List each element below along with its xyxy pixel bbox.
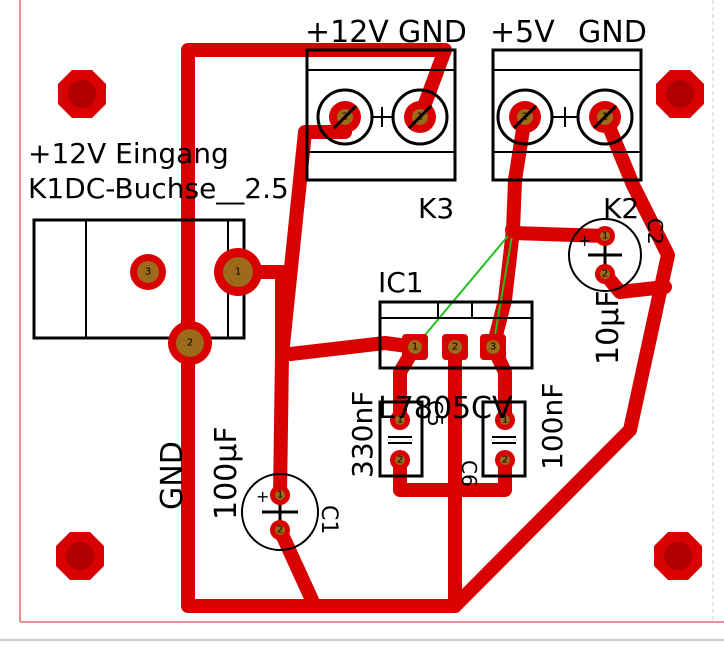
pad-k3-2: 2 xyxy=(329,101,361,133)
pad-c5-1: 1 xyxy=(390,410,410,430)
svg-text:1: 1 xyxy=(417,112,423,123)
svg-text:3: 3 xyxy=(145,267,151,278)
trace-gnd-bottom xyxy=(181,336,462,613)
svg-text:2: 2 xyxy=(602,269,608,280)
k3-plus12v-label: +12V xyxy=(305,15,389,50)
svg-text:1: 1 xyxy=(397,415,403,426)
svg-text:1: 1 xyxy=(277,490,283,501)
c6-value-label: 100nF xyxy=(536,383,569,470)
svg-text:1: 1 xyxy=(412,342,418,353)
c5-value-label: 330nF xyxy=(346,391,379,478)
trace-5v-c2 xyxy=(506,226,612,243)
svg-text:2: 2 xyxy=(187,338,193,349)
trace-12v-ic xyxy=(275,336,422,362)
ic1-outline xyxy=(378,300,534,370)
trace-c1 xyxy=(273,348,289,502)
trace-gnd-k2 xyxy=(448,110,675,613)
trace-12v xyxy=(231,125,352,362)
c2-plus-mark: + xyxy=(578,231,591,250)
jack-label-line1: +12V Eingang xyxy=(28,137,229,170)
c2-outline: + xyxy=(568,218,642,292)
k2-name-label: K2 xyxy=(603,192,639,225)
c1-plus-mark: + xyxy=(256,487,269,506)
svg-text:2: 2 xyxy=(522,112,528,123)
gnd-label: GND xyxy=(155,441,190,510)
svg-text:1: 1 xyxy=(602,112,608,123)
pad-jack-2: 2 xyxy=(168,321,212,365)
svg-text:2: 2 xyxy=(342,112,348,123)
k3-name-label: K3 xyxy=(418,192,454,225)
mounting-hole-bottom-left xyxy=(56,532,104,580)
pad-c1-2: 2 xyxy=(270,520,290,540)
terminal-k2 xyxy=(491,48,643,182)
k2-gnd-label: GND xyxy=(578,15,647,50)
pad-jack-3: 3 xyxy=(130,254,166,290)
mounting-hole-bottom-right xyxy=(654,532,702,580)
trace-c1-gnd xyxy=(273,523,319,607)
jack-label-line2: K1DC-Buchse__2.5 xyxy=(28,172,289,205)
svg-text:2: 2 xyxy=(452,342,458,353)
pad-jack-1: 1 xyxy=(214,248,262,296)
mounting-hole-top-right xyxy=(656,70,704,118)
pad-k3-1: 1 xyxy=(404,101,436,133)
c5-name-label: C5 xyxy=(423,400,447,427)
c2-name-label: C2 xyxy=(643,218,667,245)
pad-c6-1: 1 xyxy=(495,410,515,430)
k2-plus5v-label: +5V xyxy=(490,15,555,50)
c6-outline xyxy=(481,400,527,478)
pad-c2-2: 2 xyxy=(595,264,615,284)
pad-c5-2: 2 xyxy=(390,450,410,470)
pad-k2-2: 2 xyxy=(509,101,541,133)
svg-text:2: 2 xyxy=(502,455,508,466)
pad-k2-1: 1 xyxy=(589,101,621,133)
pad-ic1-1: 1 xyxy=(402,334,428,360)
svg-text:2: 2 xyxy=(397,455,403,466)
pad-c2-1: 1 xyxy=(595,226,615,246)
c5-outline xyxy=(378,400,424,478)
pad-c6-2: 2 xyxy=(495,450,515,470)
airwires xyxy=(414,229,514,348)
pads: 2 1 2 1 3 1 2 1 xyxy=(130,101,621,540)
svg-text:1: 1 xyxy=(602,231,608,242)
ic1-value-label: L7805CV xyxy=(378,391,513,426)
c1-outline: + xyxy=(241,473,319,551)
k3-gnd-label: GND xyxy=(398,15,467,50)
svg-text:1: 1 xyxy=(235,267,241,278)
c6-name-label: C6 xyxy=(457,460,481,487)
svg-text:2: 2 xyxy=(277,525,283,536)
svg-text:1: 1 xyxy=(502,415,508,426)
svg-text:3: 3 xyxy=(490,342,496,353)
silkscreen-labels: +12V GND +5V GND K3 K2 +12V Eingang K1DC… xyxy=(28,15,667,534)
c2-value-label: 10µF xyxy=(591,290,626,365)
pad-c1-1: 1 xyxy=(270,485,290,505)
mounting-holes xyxy=(56,70,704,580)
pad-ic1-2: 2 xyxy=(442,334,468,360)
pad-ic1-3: 3 xyxy=(480,334,506,360)
via-5v xyxy=(505,222,521,238)
c1-value-label: 100µF xyxy=(209,426,244,520)
terminal-k3 xyxy=(305,48,457,182)
c1-name-label: C1 xyxy=(316,505,341,534)
mounting-hole-top-left xyxy=(58,70,106,118)
ic1-name-label: IC1 xyxy=(378,266,424,299)
